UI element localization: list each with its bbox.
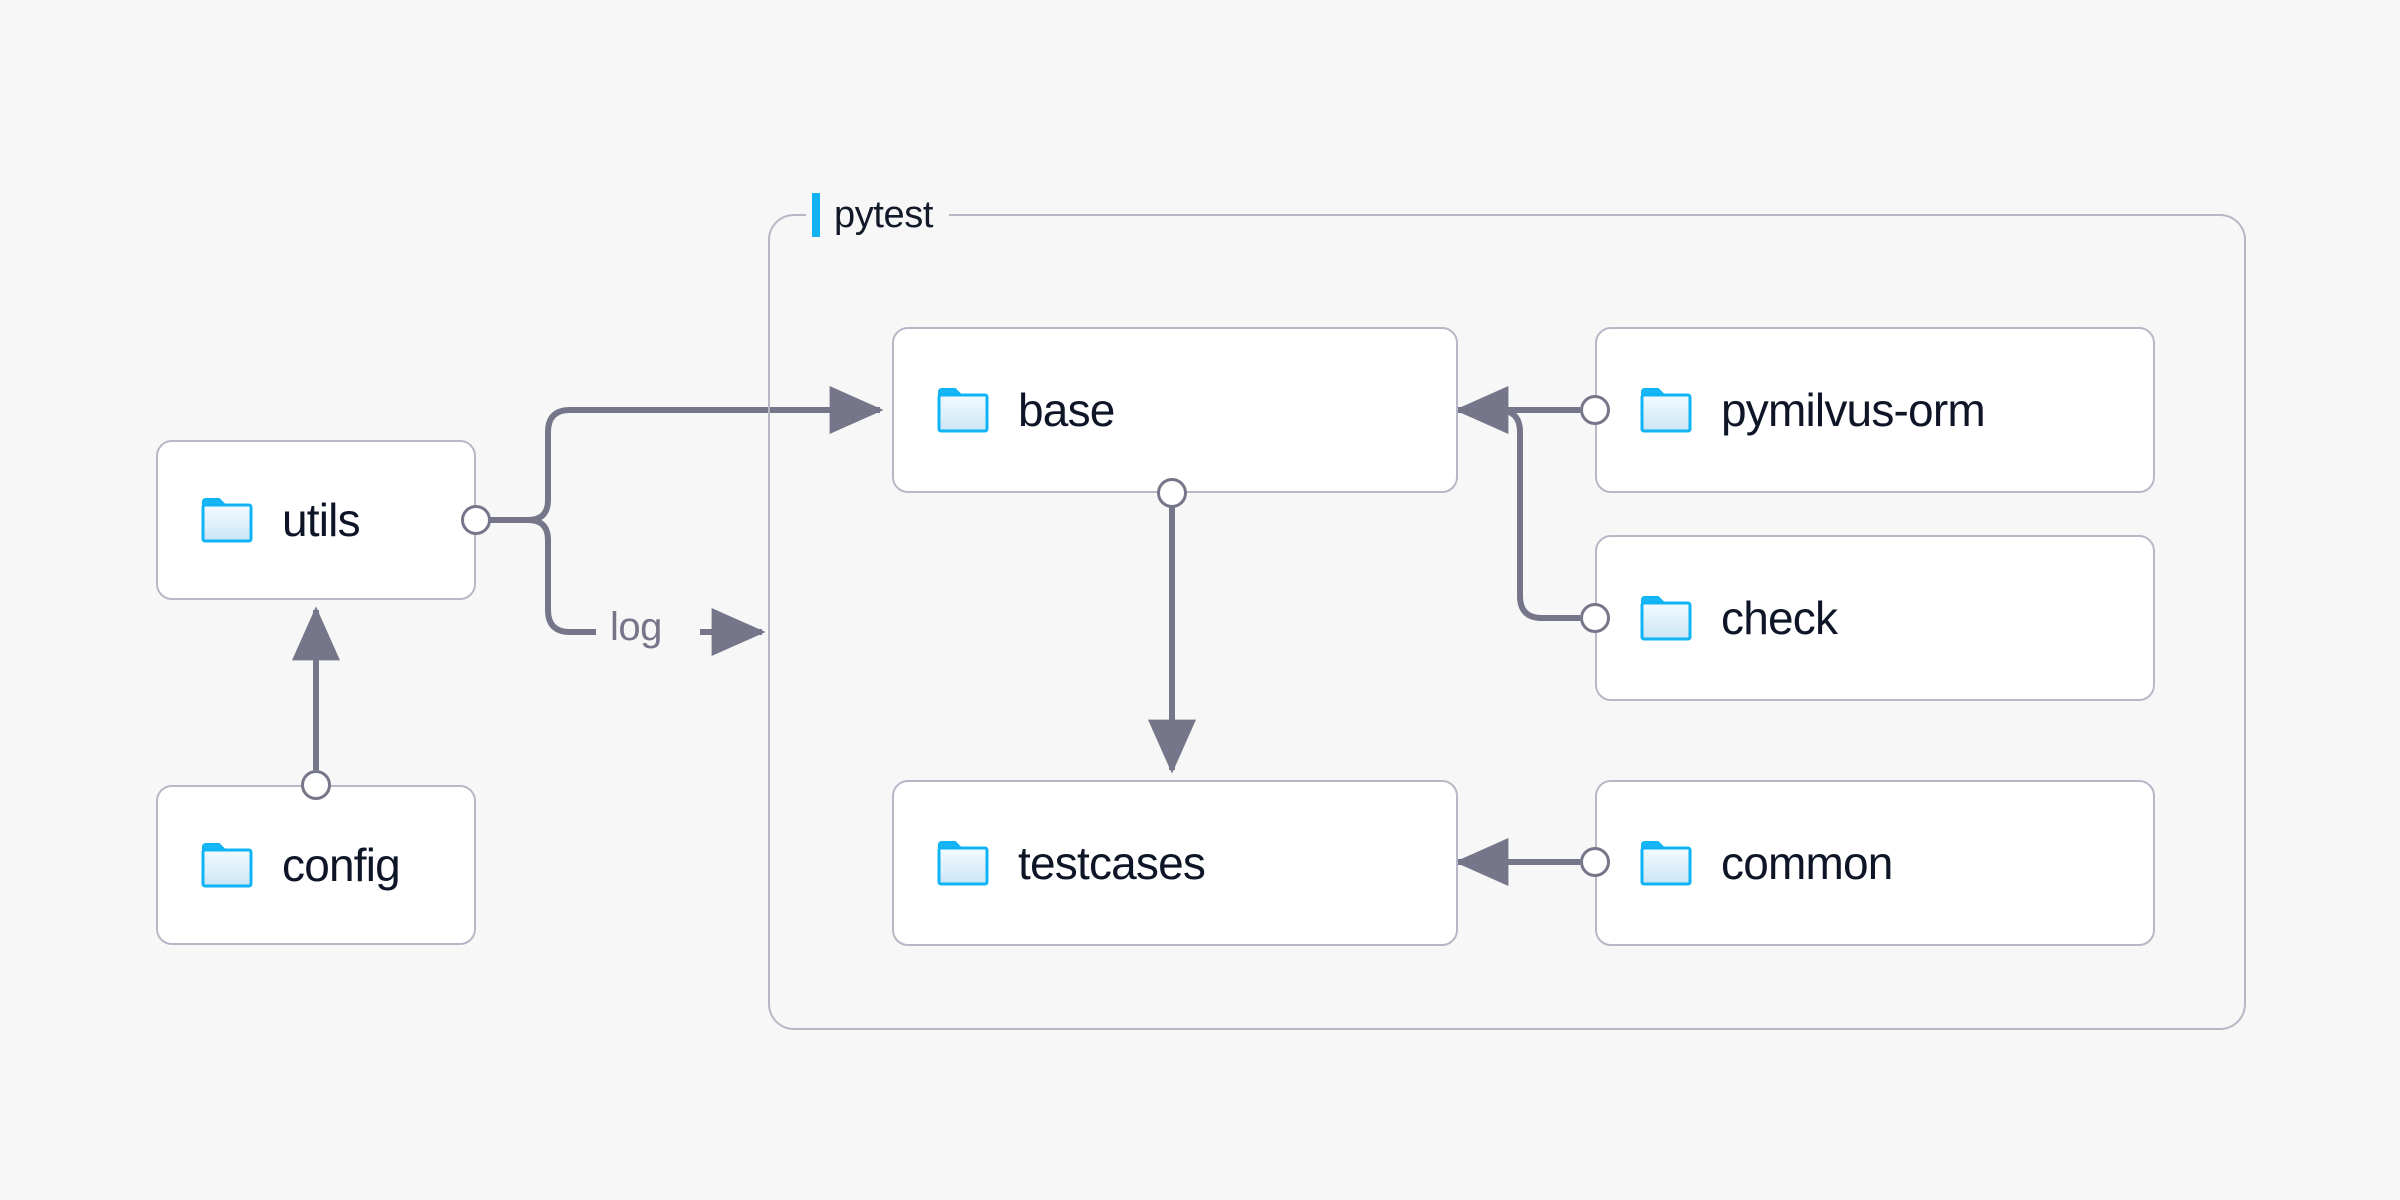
node-label: pymilvus-orm xyxy=(1721,384,1986,436)
folder-icon xyxy=(937,388,989,433)
folder-icon xyxy=(937,841,989,886)
port-check-left[interactable] xyxy=(1580,603,1610,633)
port-utils-right[interactable] xyxy=(461,505,491,535)
folder-icon xyxy=(1640,596,1692,641)
group-label-text: pytest xyxy=(834,193,933,236)
node-label: testcases xyxy=(1018,837,1206,889)
folder-icon xyxy=(1640,388,1692,433)
node-utils[interactable]: utils xyxy=(156,440,476,600)
port-pymilvus-orm-left[interactable] xyxy=(1580,395,1610,425)
port-config-top[interactable] xyxy=(301,770,331,800)
node-config[interactable]: config xyxy=(156,785,476,945)
node-common[interactable]: common xyxy=(1595,780,2155,946)
node-label: config xyxy=(282,839,401,891)
folder-icon xyxy=(1640,841,1692,886)
pytest-group-container xyxy=(768,214,2246,1030)
node-label: common xyxy=(1721,837,1893,889)
folder-icon xyxy=(201,843,253,888)
edge-utils-to-log xyxy=(527,517,596,635)
node-check[interactable]: check xyxy=(1595,535,2155,701)
node-label: check xyxy=(1721,592,1838,644)
node-testcases[interactable]: testcases xyxy=(892,780,1458,946)
port-base-bottom[interactable] xyxy=(1157,478,1187,508)
edge-label-log: log xyxy=(600,605,672,650)
pytest-group-label: pytest xyxy=(806,189,949,241)
node-pymilvus-orm[interactable]: pymilvus-orm xyxy=(1595,327,2155,493)
node-label: base xyxy=(1018,384,1115,436)
port-common-left[interactable] xyxy=(1580,847,1610,877)
node-base[interactable]: base xyxy=(892,327,1458,493)
node-label: utils xyxy=(282,494,361,546)
folder-icon xyxy=(201,498,253,543)
group-accent-bar xyxy=(812,193,820,237)
